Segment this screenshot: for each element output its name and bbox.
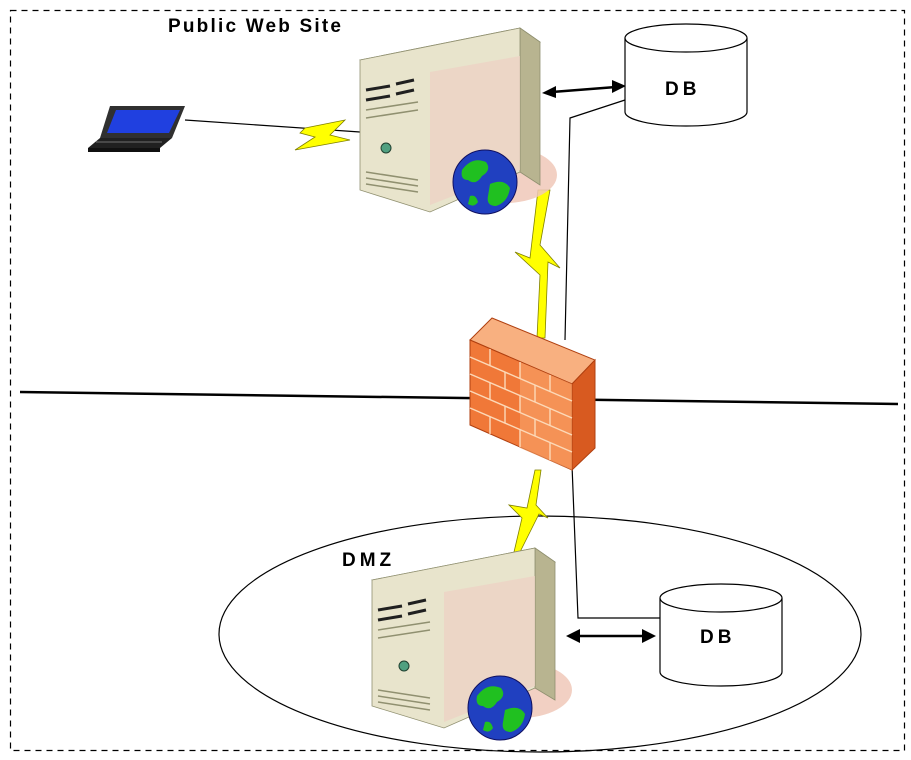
database-icon: [624, 23, 748, 127]
firewall-to-db-top-line: [564, 99, 626, 341]
firewall-icon: [469, 317, 596, 472]
dmz-zone: [218, 515, 862, 753]
db-bottom-double-arrow: [566, 629, 656, 643]
laptop-icon: [88, 106, 185, 152]
lightning-link-icon: [294, 119, 351, 151]
firewall-to-db-bottom-line: [571, 464, 662, 619]
globe-icon: [467, 675, 533, 741]
lightning-link-icon: [507, 469, 549, 553]
diagram-border: [9, 9, 906, 752]
globe-icon: [452, 149, 518, 215]
dmz-label: DMZ: [342, 550, 395, 571]
db-top-label: DB: [665, 79, 700, 100]
database-icon: [659, 583, 783, 687]
db-bottom-label: DB: [700, 627, 735, 648]
db-top-double-arrow: [542, 80, 626, 98]
network-boundary-line: [19, 390, 899, 406]
lightning-link-icon: [514, 189, 561, 339]
public-web-site-label: Public Web Site: [168, 16, 343, 37]
